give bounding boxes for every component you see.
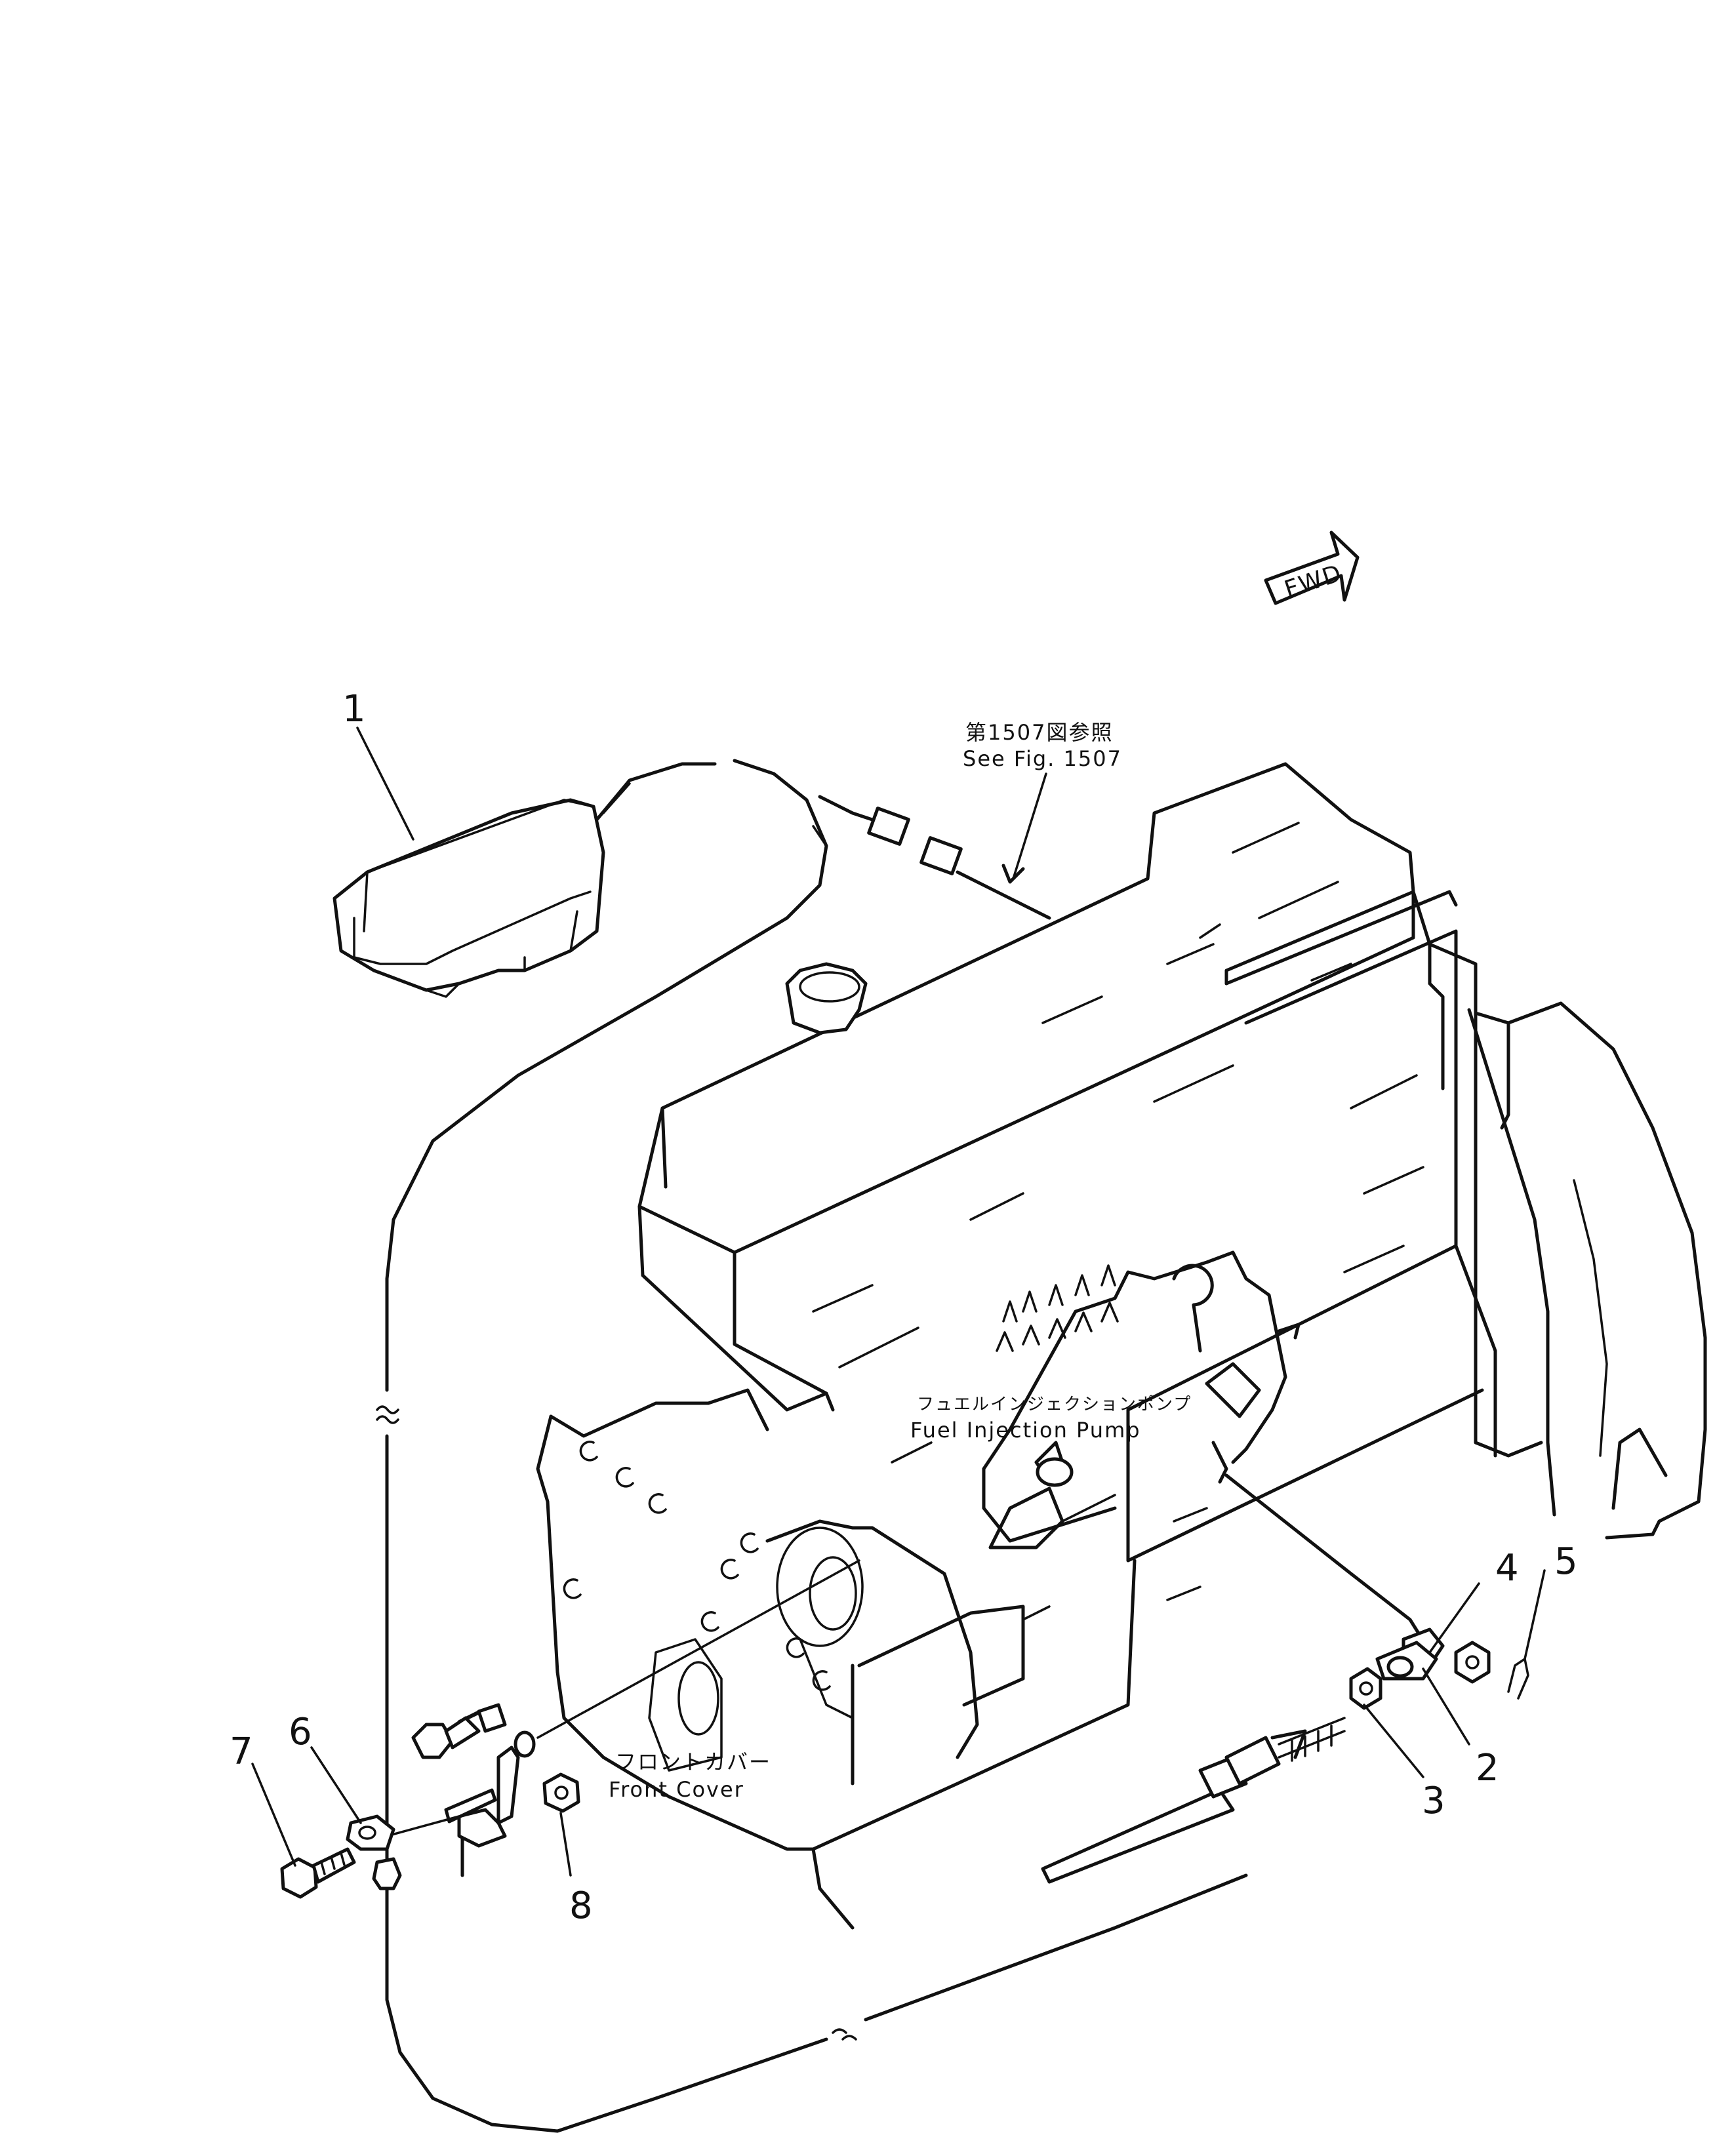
part-5-pin [1507, 1658, 1529, 1700]
fwd-arrow: FWD [1264, 530, 1360, 605]
fwd-label: FWD [1281, 559, 1346, 603]
part-6-clamp [346, 1814, 402, 1890]
part-3-nut [1349, 1667, 1382, 1710]
pump-label-en: Fuel Injection Pump [910, 1418, 1141, 1443]
cover-label-jp: フロントカバー [615, 1749, 771, 1774]
callout-8: 8 [569, 1885, 593, 1927]
leader-lines [251, 727, 1546, 1877]
callout-6: 6 [289, 1711, 312, 1753]
callout-3: 3 [1422, 1780, 1445, 1822]
part-4-nut [1454, 1641, 1491, 1684]
ref-label-jp: 第1507図参照 [965, 720, 1113, 745]
callout-4: 4 [1495, 1547, 1519, 1589]
pump-label-jp: フュエルインジェクションポンプ [917, 1395, 1192, 1414]
engine-block [536, 762, 1707, 1930]
part-8-nut [542, 1772, 580, 1813]
control-cable [376, 916, 1346, 2133]
callout-2: 2 [1476, 1747, 1499, 1789]
ref-label-en: See Fig. 1507 [963, 746, 1122, 771]
callout-numbers: 1 2 3 4 5 6 7 8 [230, 688, 1578, 1927]
callout-1: 1 [342, 688, 366, 730]
cover-label-en: Front Cover [609, 1777, 744, 1802]
callout-5: 5 [1554, 1540, 1578, 1583]
annotations: 第1507図参照 See Fig. 1507 フュエルインジェクションポンプ F… [609, 720, 1192, 1802]
part-1-controller [333, 759, 1051, 998]
link-rod [1224, 1473, 1445, 1667]
cable-bracket [386, 1559, 860, 1877]
fuel-injection-pump [982, 1250, 1301, 1549]
callout-7: 7 [230, 1730, 253, 1773]
part-7-bolt [280, 1847, 356, 1899]
part-2 [1375, 1641, 1438, 1681]
